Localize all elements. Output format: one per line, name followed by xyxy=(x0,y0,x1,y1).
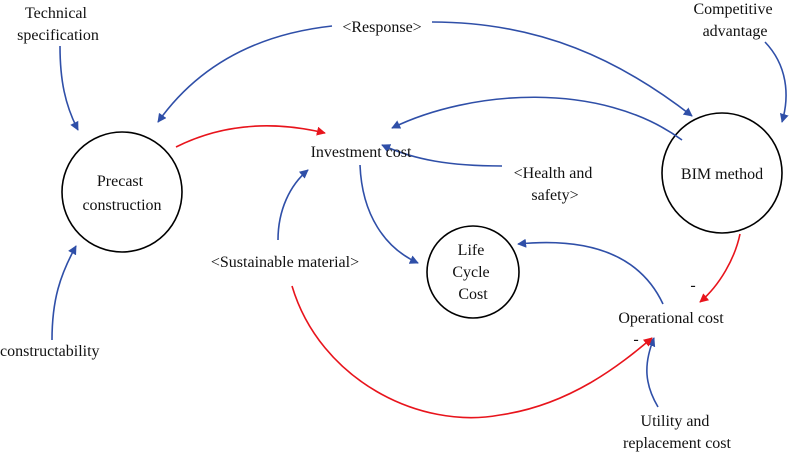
link-bim-to-operational xyxy=(699,233,741,303)
link-investment-to-lcc xyxy=(359,164,419,264)
link-response-to-bim xyxy=(431,21,693,117)
polarity-bim-operational: - xyxy=(690,277,695,294)
link-bim-to-investment xyxy=(391,96,683,141)
health-and-safety-label: <Health and safety> xyxy=(514,165,597,204)
link-techspec-to-precast xyxy=(59,45,79,131)
life-cycle-cost-node xyxy=(426,225,520,319)
link-utility-to-operational xyxy=(646,337,659,408)
link-sustainable-to-investment xyxy=(277,169,309,241)
precast-construction-node xyxy=(61,131,183,253)
link-health-to-investment xyxy=(381,144,503,167)
precast-construction-label: Precast construction xyxy=(82,173,161,214)
polarity-sustainable-operational: - xyxy=(633,331,638,348)
response-label: <Response> xyxy=(342,19,421,36)
link-response-to-precast xyxy=(157,25,333,123)
sustainable-material-label: <Sustainable material> xyxy=(211,254,359,271)
link-constructability-to-precast xyxy=(51,245,77,341)
link-competitive-to-bim xyxy=(764,41,789,123)
competitive-advantage-label: Competitive advantage xyxy=(693,1,776,40)
constructability-label: constructability xyxy=(0,343,100,360)
link-sustainable-to-operational xyxy=(291,285,653,419)
link-operational-to-lcc xyxy=(517,238,664,305)
investment-cost-label: Investment cost xyxy=(311,144,412,161)
operational-cost-label: Operational cost xyxy=(618,310,724,327)
life-cycle-cost-label: Life Cycle Cost xyxy=(452,242,493,303)
bim-method-label: BIM method xyxy=(681,166,763,183)
bim-method-node xyxy=(661,112,783,234)
technical-specification-label: Technical specification xyxy=(17,5,99,44)
link-precast-to-investment xyxy=(175,125,326,148)
utility-and-replacement-cost-label: Utility and replacement cost xyxy=(623,413,732,452)
